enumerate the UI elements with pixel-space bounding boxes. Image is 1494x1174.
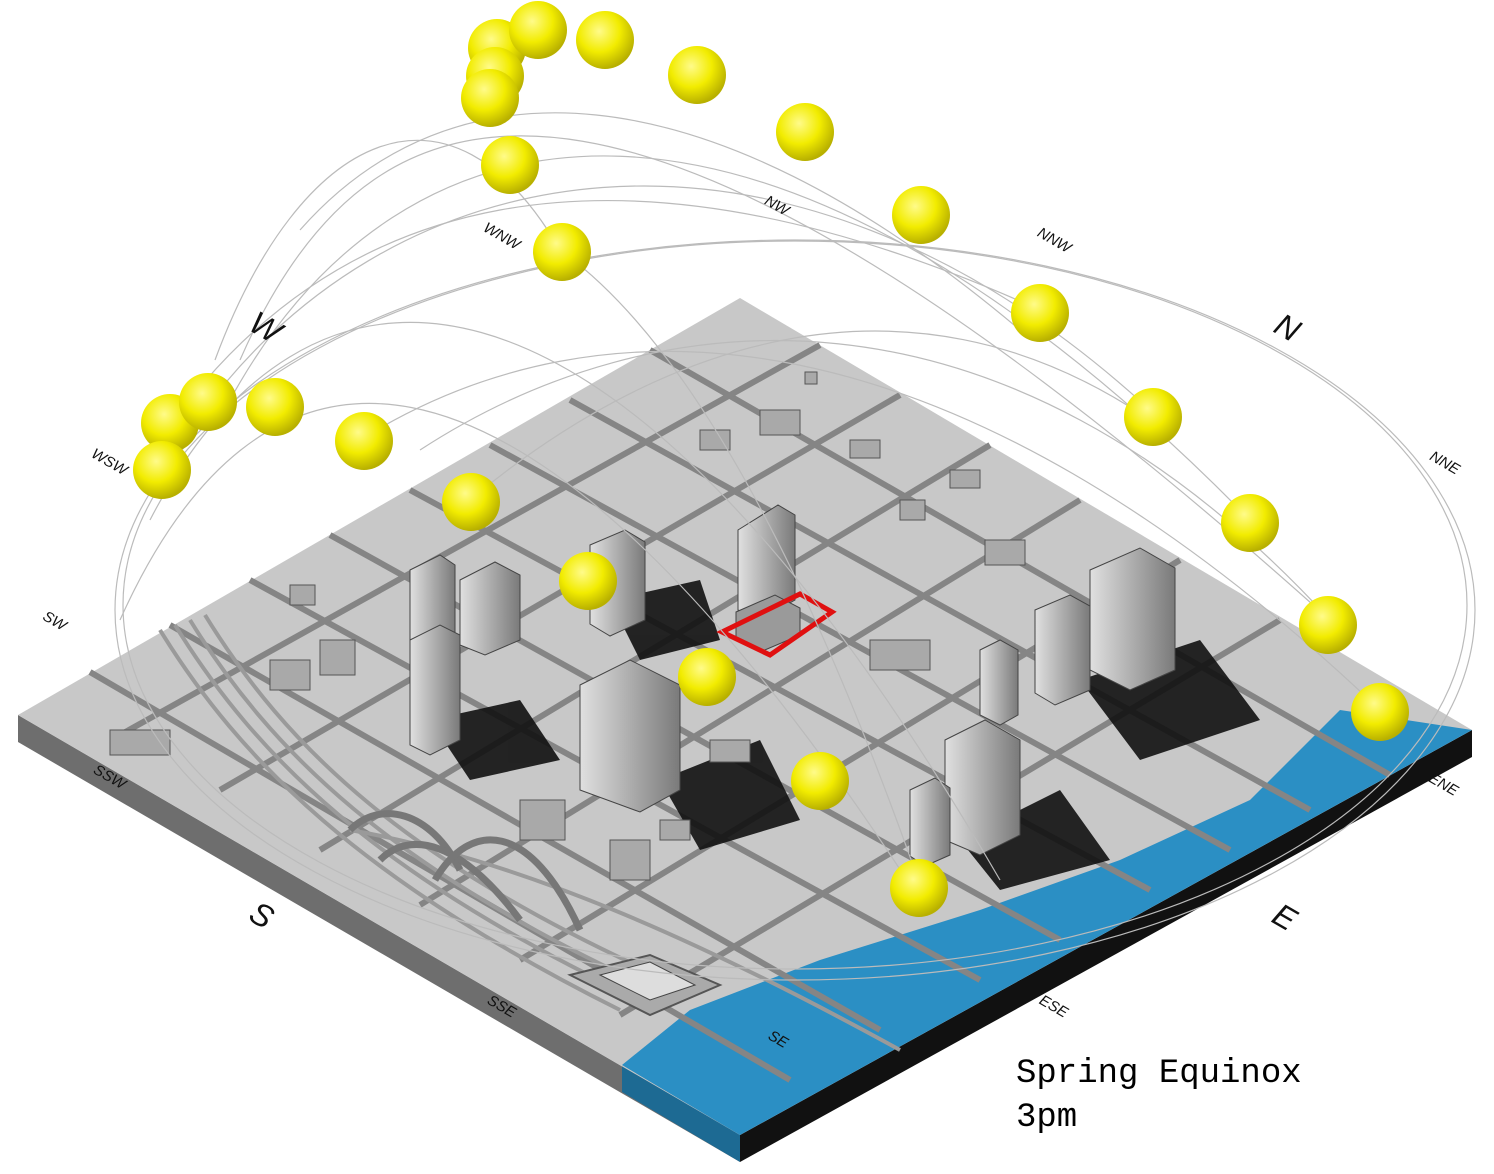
direction-wsw: WSW [88,445,131,480]
sun-sphere [1011,284,1069,342]
buildings [109,371,1260,890]
sun-sphere [1351,683,1409,741]
sun-path-arcs [114,112,1476,981]
sun-sphere [576,11,634,69]
sun-sphere [678,648,736,706]
caption-season: Spring Equinox [1016,1055,1302,1093]
direction-wnw: WNW [480,219,524,254]
cardinal-south: S [244,894,280,936]
sun-sphere [776,103,834,161]
direction-ese: ESE [1036,992,1071,1022]
sun-sphere [442,473,500,531]
river-water [622,710,1472,1135]
sun-sphere [890,859,948,917]
sun-sphere [481,136,539,194]
direction-nnw: NNW [1034,224,1075,258]
site-outline [716,591,837,658]
sun-sphere [1221,494,1279,552]
sun-sphere [668,46,726,104]
caption-time: 3pm [1016,1099,1078,1137]
stadium [567,953,723,1017]
cardinal-west: W [244,304,291,352]
sun-sphere [335,412,393,470]
sun-positions [133,1,1409,917]
sun-sphere [461,69,519,127]
sun-sphere [509,1,567,59]
sun-sphere [1299,596,1357,654]
sun-sphere [1124,388,1182,446]
direction-sw: SW [40,608,71,636]
sun-sphere [533,223,591,281]
sun-sphere [559,552,617,610]
cardinal-north: N [1269,306,1308,349]
sun-sphere [179,373,237,431]
sun-sphere [892,186,950,244]
bridge-arches [347,810,584,932]
caption: Spring Equinox 3pm [1016,1052,1302,1140]
sun-sphere [246,378,304,436]
direction-nne: NNE [1427,448,1464,479]
direction-ene: ENE [1426,770,1462,801]
cardinal-east: E [1267,896,1304,938]
sun-sphere [133,441,191,499]
sun-sphere [791,752,849,810]
